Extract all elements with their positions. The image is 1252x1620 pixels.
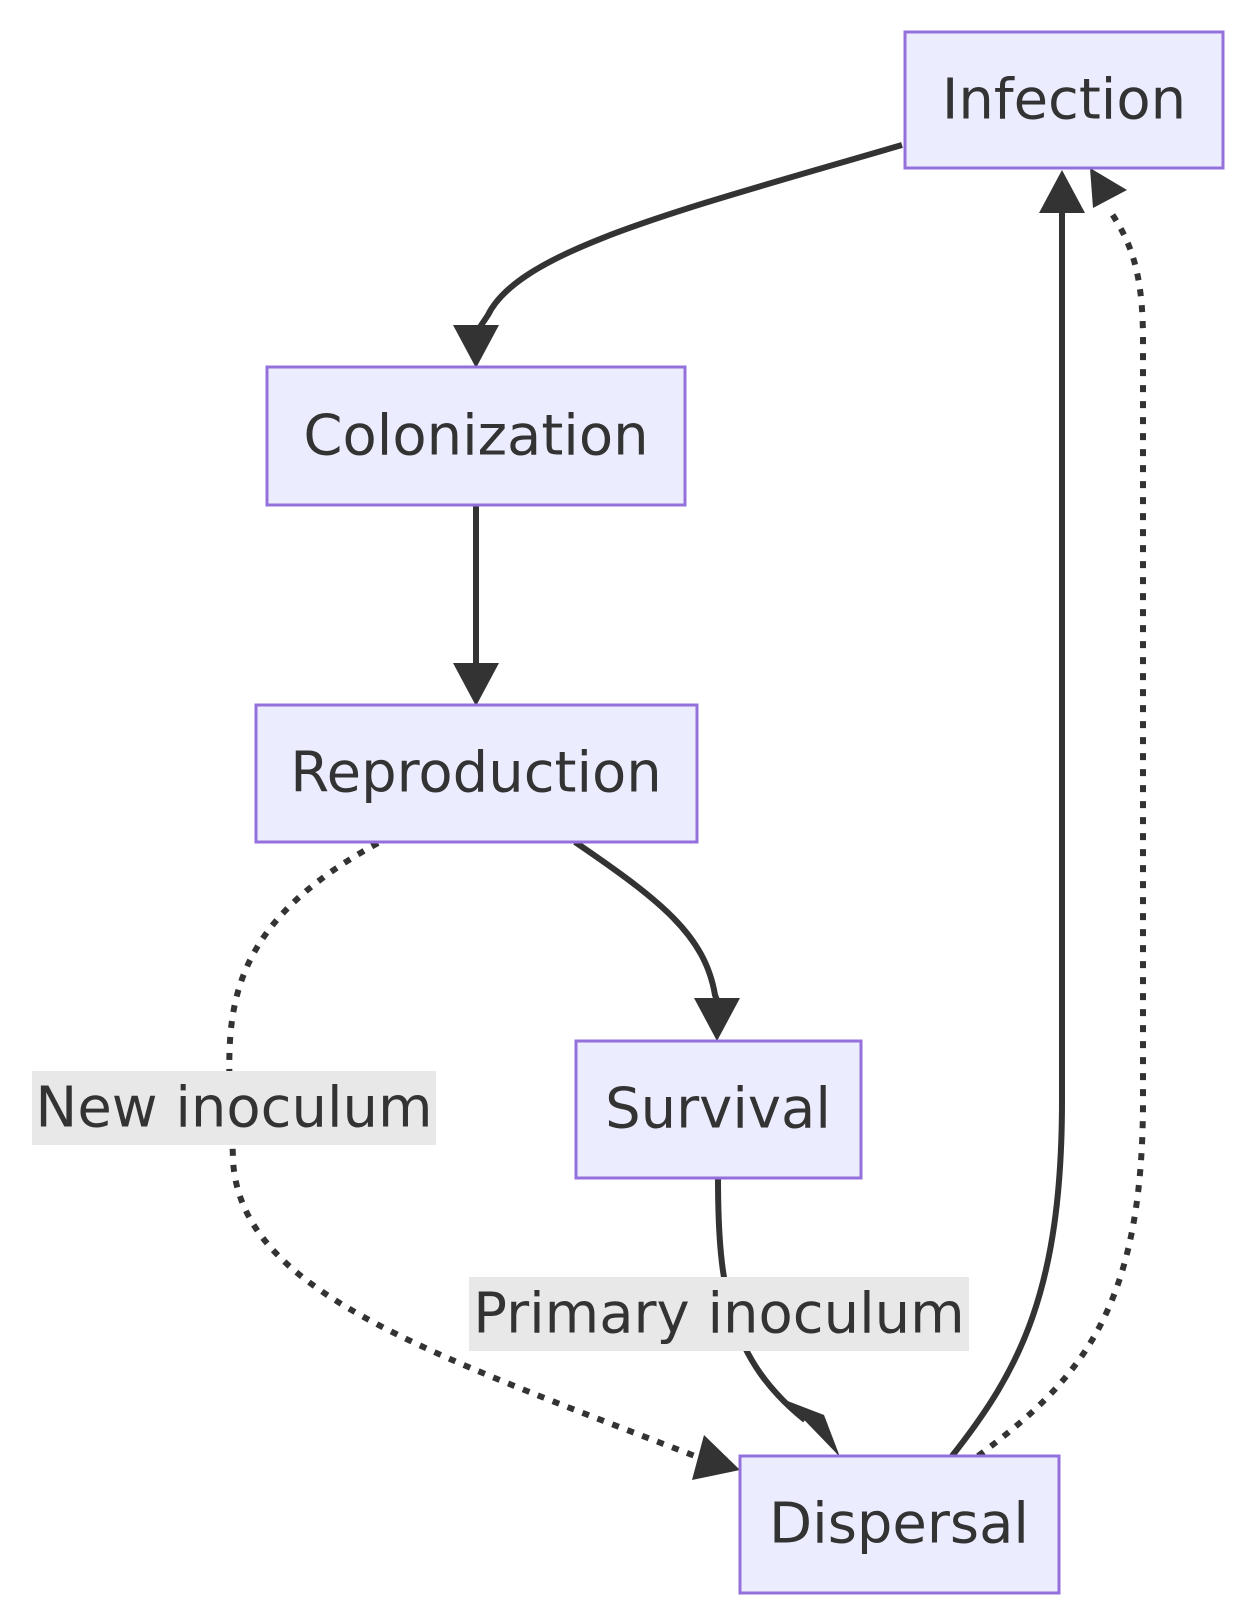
node-colonization: Colonization: [265, 365, 687, 507]
node-infection: Infection: [903, 30, 1225, 170]
node-reproduction: Reproduction: [254, 703, 699, 844]
node-label: Infection: [942, 68, 1186, 133]
edge-reproduction-to-survival: [573, 839, 740, 1041]
node-dispersal: Dispersal: [738, 1454, 1061, 1595]
arrowhead: [1090, 168, 1127, 208]
arrowhead: [453, 663, 499, 706]
arrowhead: [694, 998, 740, 1041]
node-label: Dispersal: [769, 1492, 1029, 1557]
node-label: Survival: [605, 1077, 831, 1142]
edge-label-text: New inoculum: [35, 1076, 432, 1141]
arrowhead: [785, 1400, 840, 1457]
edge-label-text: Primary inoculum: [473, 1282, 964, 1347]
node-label: Reproduction: [290, 741, 662, 806]
arrowhead: [692, 1435, 740, 1480]
edge-colonization-to-reproduction: [453, 505, 499, 706]
edge-label-new-inoculum: New inoculum: [32, 1071, 436, 1145]
edge-infection-to-colonization: [453, 142, 903, 368]
arrowhead: [453, 325, 499, 368]
edge-dispersal-to-infection-dotted: [976, 168, 1146, 1459]
node-label: Colonization: [303, 404, 648, 469]
arrowhead: [1039, 170, 1085, 213]
edge-reproduction-to-dispersal: [226, 840, 740, 1480]
edge-label-primary-inoculum: Primary inoculum: [469, 1277, 969, 1351]
edge-dispersal-to-infection-solid: [949, 170, 1085, 1458]
node-survival: Survival: [574, 1039, 863, 1180]
